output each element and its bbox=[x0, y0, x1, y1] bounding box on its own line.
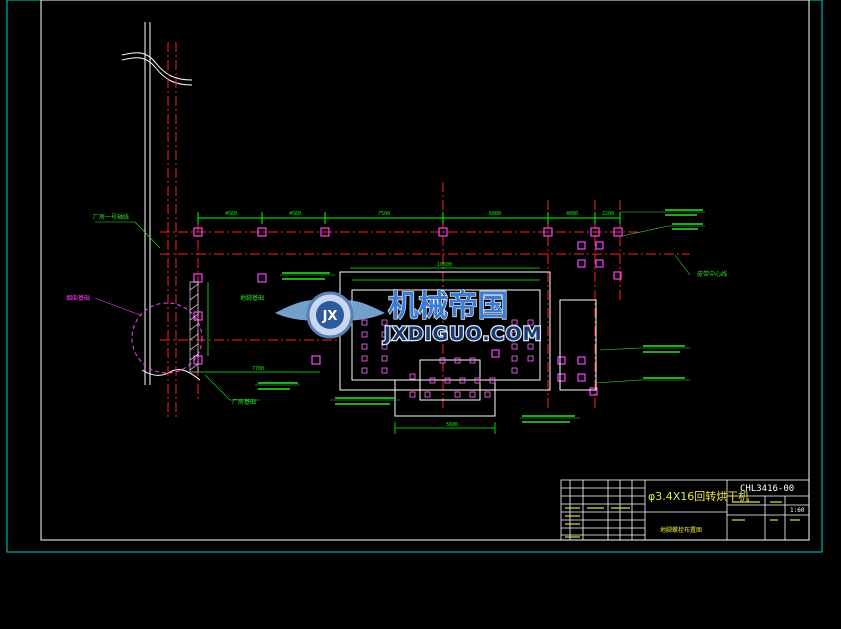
label-bottom-left: 厂房基础 bbox=[232, 398, 256, 406]
gear-wings-logo-icon: JX bbox=[275, 291, 385, 339]
dim-lower-left: 7780 bbox=[252, 366, 264, 372]
label-center-line-right: 皮带中心线 bbox=[697, 270, 727, 278]
sheet-name: 地脚螺栓布置图 bbox=[660, 526, 702, 534]
drawing-scale: 1:60 bbox=[790, 507, 805, 514]
leader-notes bbox=[95, 211, 705, 419]
dim-1: 4560 bbox=[225, 211, 237, 217]
title-grid-marks bbox=[565, 507, 630, 538]
inner-dimensions bbox=[198, 267, 540, 434]
dim-middle: 10600 bbox=[437, 262, 452, 268]
dim-3: 7500 bbox=[378, 211, 390, 217]
title-right-marks bbox=[732, 501, 800, 521]
anchor-bolts bbox=[361, 319, 534, 398]
inner-dimension-labels: 10600 7780 5600 bbox=[252, 262, 458, 428]
dim-6: 2200 bbox=[602, 211, 614, 217]
dim-2: 4560 bbox=[289, 211, 301, 217]
label-left-base: 地脚基础 bbox=[240, 294, 264, 302]
svg-text:JX: JX bbox=[322, 309, 338, 324]
dim-5: 4080 bbox=[566, 211, 578, 217]
top-dimension-labels: 4560 4560 7500 6800 4080 2200 bbox=[225, 211, 614, 217]
outer-frame bbox=[6, 0, 823, 553]
drawing-code: CHL3416-00 bbox=[740, 484, 794, 494]
left-hatched-wall bbox=[189, 281, 199, 373]
chimney-circle bbox=[131, 302, 203, 374]
watermark: JX 机械帝国 JXDIGUO.COM bbox=[275, 288, 543, 346]
title-block bbox=[560, 479, 810, 541]
tiny-note-marks bbox=[258, 209, 703, 423]
label-circle: 烟囱基础 bbox=[66, 294, 90, 302]
dim-bottom: 5600 bbox=[446, 422, 458, 428]
watermark-cn: 机械帝国 bbox=[388, 289, 508, 324]
drawing-title: φ3.4X16回转烘干机 bbox=[648, 489, 749, 503]
drawing-border bbox=[40, 0, 810, 541]
axis-lines bbox=[160, 42, 690, 418]
label-left-center-line: 厂房一号轴线 bbox=[93, 213, 129, 221]
plan-labels: 厂房一号轴线 烟囱基础 地脚基础 厂房基础 皮带中心线 bbox=[66, 213, 727, 406]
dim-4: 6800 bbox=[489, 211, 501, 217]
watermark-en: JXDIGUO.COM bbox=[382, 323, 543, 345]
top-dimension-chain bbox=[197, 212, 621, 224]
left-structure bbox=[121, 22, 201, 385]
